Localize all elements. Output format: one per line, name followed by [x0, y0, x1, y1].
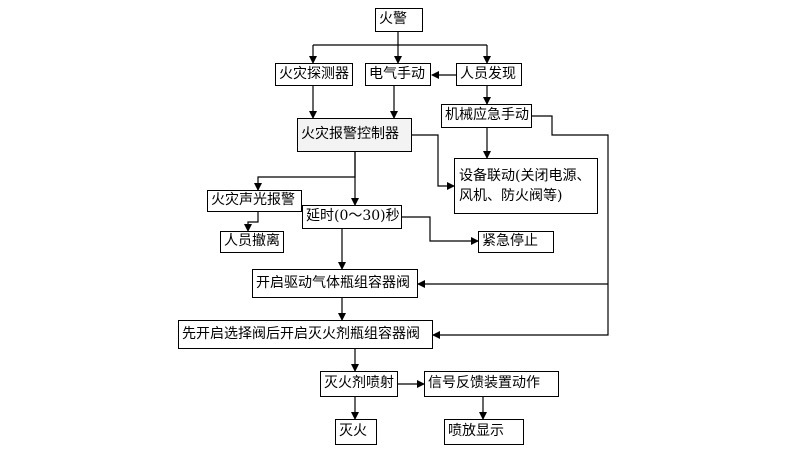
arrow-mechanical-to-selector-valve: [432, 284, 609, 339]
node-fire-extinguished: 灭火: [335, 419, 377, 445]
node-mechanical-emergency-manual: 机械应急手动: [441, 104, 532, 128]
node-emergency-stop: 紧急停止: [478, 231, 554, 253]
node-fire-alarm-controller: 火灾报警控制器: [297, 118, 412, 152]
node-spray-display: 喷放显示: [444, 419, 524, 445]
node-signal-feedback: 信号反馈装置动作: [424, 371, 559, 397]
equipment-linkage-line-1: 设备联动(关闭电源、: [459, 167, 591, 184]
node-electric-manual: 电气手动: [365, 63, 431, 86]
node-equipment-linkage: 设备联动(关闭电源、 风机、防火阀等): [454, 158, 598, 214]
node-open-selector-then-agent-valve: 先开启选择阀后开启灭火剂瓶组容器阀: [178, 320, 433, 349]
node-person-discovery: 人员发现: [456, 63, 522, 86]
arrow-controller-to-sound-light: [254, 152, 356, 191]
node-fire-alarm: 火警: [375, 8, 423, 32]
node-sound-light-alarm: 火灾声光报警: [207, 190, 302, 212]
node-open-drive-gas-valve: 开启驱动气体瓶组容器阀: [252, 269, 418, 298]
equipment-linkage-line-2: 风机、防火阀等): [459, 188, 563, 204]
node-fire-detector: 火灾探测器: [275, 63, 353, 86]
arrow-controller-to-linkage: [412, 134, 455, 190]
node-agent-spray: 灭火剂喷射: [320, 371, 398, 397]
node-delay: 延时(0～30)秒: [302, 205, 402, 229]
arrow-alarm-to-evacuation: [244, 212, 259, 232]
connector-mechanical-right: [532, 115, 609, 284]
arrow-delay-to-stop: [402, 216, 479, 245]
node-personnel-evacuation: 人员撤离: [220, 231, 284, 253]
